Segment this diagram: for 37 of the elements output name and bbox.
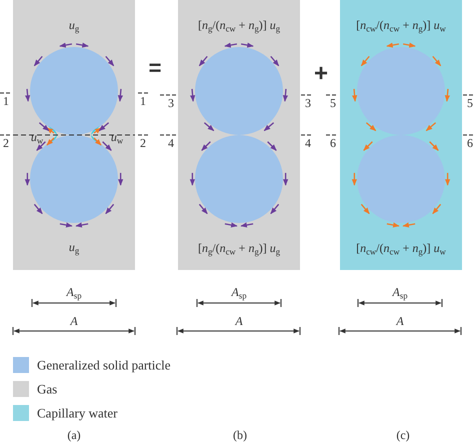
velocity-formula: [n$_{cw}$/(n$_{cw}$ + n$_{g}$)] u$_{w}$ (356, 19, 446, 31)
panel-caption: (b) (233, 429, 247, 441)
equals-sign: = (148, 57, 162, 79)
panel-caption: (a) (67, 429, 81, 441)
dimension-label: A$_{sp}$ (232, 286, 246, 298)
velocity-formula: [n$_{g}$/(n$_{cw}$ + n$_{g}$)] u$_{g}$ (198, 19, 280, 31)
panel-caption: (c) (396, 429, 410, 441)
dimension-label: A (70, 315, 78, 327)
velocity-formula: u$_{g}$ (68, 241, 80, 253)
panel-background (340, 0, 462, 270)
section-number: 5 (467, 97, 473, 109)
section-number: 4 (168, 137, 174, 149)
velocity-formula: [n$_{cw}$/(n$_{cw}$ + n$_{g}$)] u$_{w}$ (356, 242, 446, 254)
section-number: 3 (305, 97, 311, 109)
velocity-formula: u$_{g}$ (68, 19, 80, 31)
legend-label: Gas (37, 382, 58, 396)
section-number: 1 (140, 95, 146, 107)
section-number: 5 (330, 97, 336, 109)
section-number: 2 (140, 137, 146, 149)
dimension-label: A (235, 315, 243, 327)
legend-label: Generalized solid particle (37, 358, 171, 372)
water-velocity-label: u$_{w}$ (30, 131, 44, 143)
dimension-label: A$_{sp}$ (66, 286, 82, 298)
legend-label: Capillary water (37, 406, 118, 420)
section-number: 6 (330, 137, 336, 149)
water-velocity-label: u$_{w}$ (110, 131, 124, 143)
section-number: 4 (305, 137, 311, 149)
section-number: 3 (168, 97, 174, 109)
panel-background (178, 0, 300, 270)
plus-sign: + (314, 62, 328, 86)
dimension-label: A (396, 315, 404, 327)
panel-background (13, 0, 135, 270)
dimension-label: A$_{sp}$ (392, 286, 408, 298)
section-number: 6 (467, 137, 473, 149)
section-number: 2 (3, 137, 9, 149)
section-number: 1 (3, 95, 9, 107)
velocity-formula: [n$_{g}$/(n$_{cw}$ + n$_{g}$)] u$_{g}$ (198, 242, 280, 254)
